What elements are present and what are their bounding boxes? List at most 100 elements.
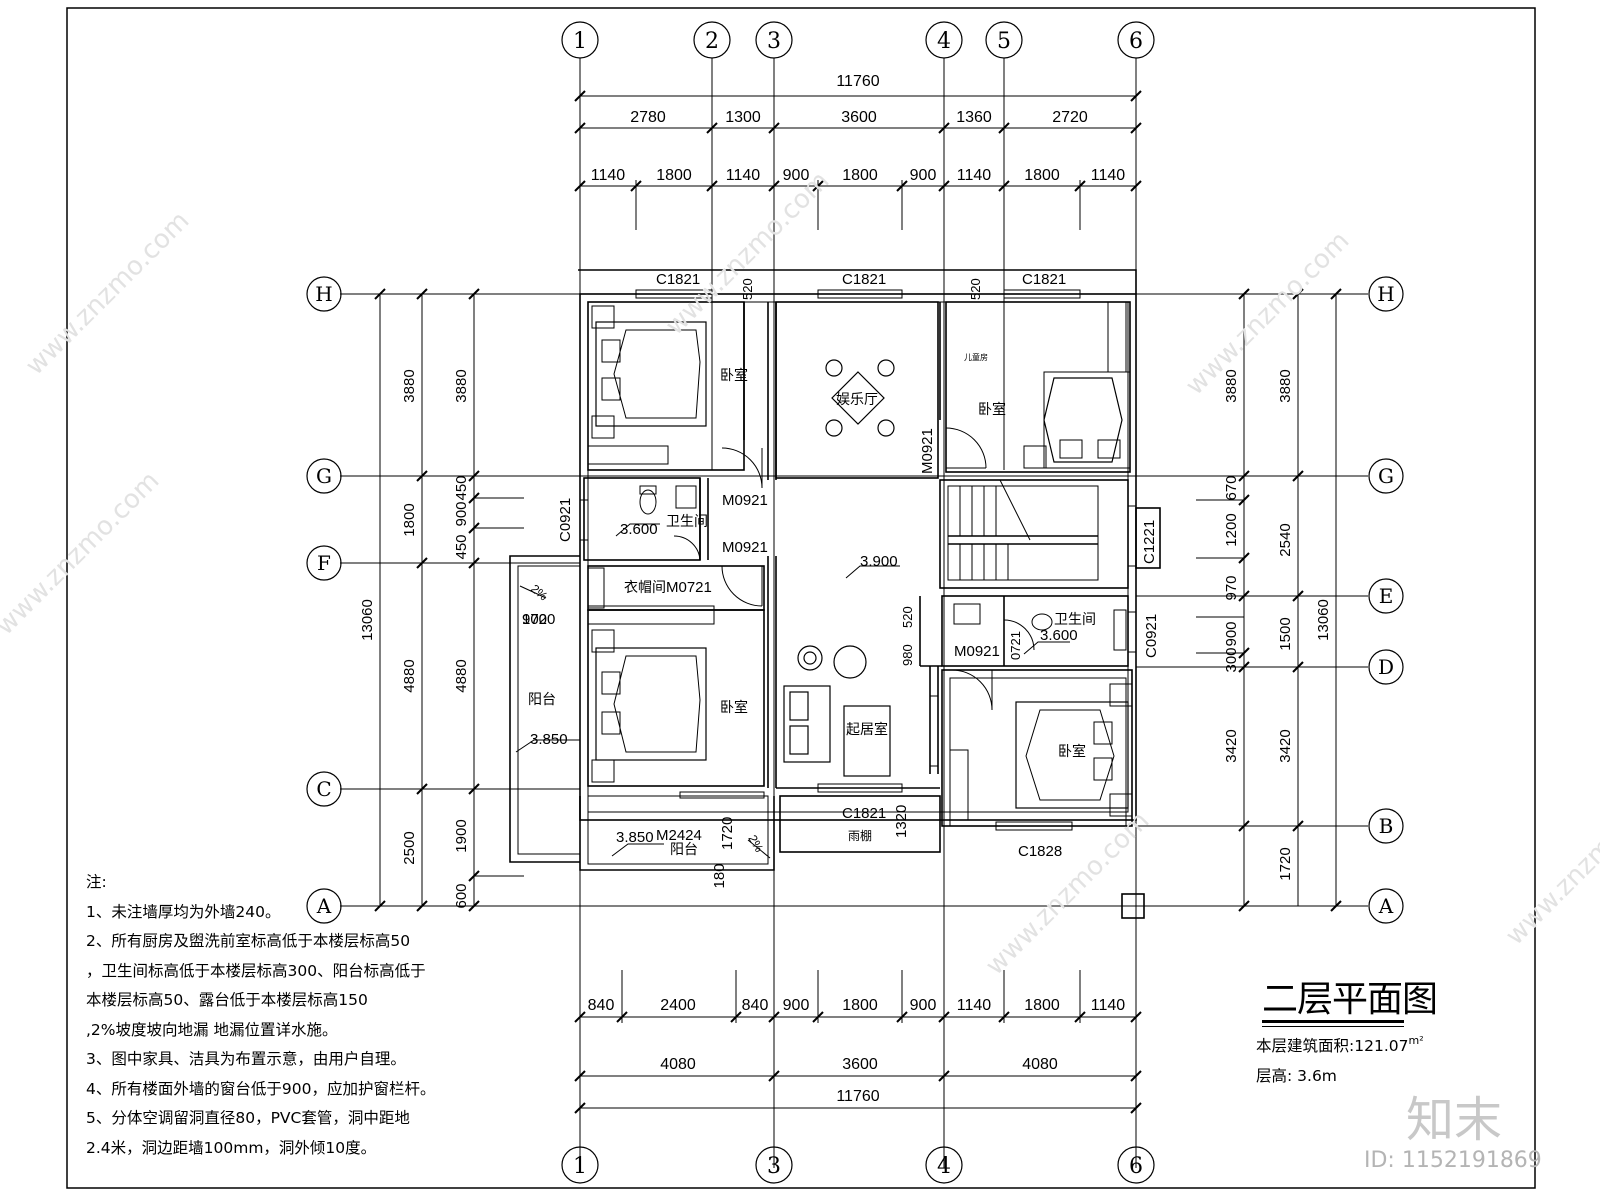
- axis-label-left: A: [316, 894, 332, 918]
- window-tag: C1828: [1018, 843, 1062, 860]
- dim-bottom: 1800: [1024, 997, 1060, 1014]
- dim-left: 600: [453, 883, 470, 908]
- dim-right: 3420: [1223, 729, 1240, 762]
- axis-bubble: [1368, 578, 1404, 614]
- bed: [595, 321, 707, 427]
- window-tag: C1821: [842, 271, 886, 288]
- axis-label-right: B: [1379, 814, 1394, 838]
- dim-bottom: 840: [588, 997, 615, 1014]
- axis-bubble: [1368, 276, 1404, 312]
- room-label: 衣帽间: [624, 580, 666, 596]
- dim-top: 1300: [725, 109, 761, 126]
- axis-label-top: 2: [705, 29, 719, 54]
- window-tag: C1821: [1022, 271, 1066, 288]
- top-dimension-lines: [580, 95, 1136, 230]
- dim-right: 3880: [1277, 369, 1294, 402]
- window-tag: C0921: [1143, 614, 1160, 658]
- drawing-frame: [66, 7, 1536, 1189]
- door-tag: M0921: [722, 539, 768, 556]
- axis-bubble: [561, 1146, 599, 1184]
- windows: [579, 289, 1137, 831]
- dim-misc: 980: [900, 644, 915, 666]
- window-tag: C0921: [557, 498, 574, 542]
- axis-label-top: 3: [767, 29, 781, 54]
- bed: [1015, 701, 1129, 809]
- window-tag: C1821: [842, 805, 886, 822]
- axis-grid: [340, 58, 1368, 1168]
- dim-right: 3880: [1223, 369, 1240, 402]
- dim-top-total: 11760: [836, 73, 879, 90]
- note-line: 2.4米，洞边距墙100mm，洞外倾10度。: [86, 1138, 377, 1157]
- dim-left: 180: [711, 863, 728, 888]
- dim-right: 3420: [1277, 729, 1294, 762]
- dim-left: 4880: [453, 659, 470, 692]
- room-label: 卧室: [978, 401, 1006, 418]
- note-line: 本楼层标高50、露台低于本楼层标高150: [86, 991, 368, 1009]
- dim-bottom: 4080: [660, 1056, 696, 1073]
- left-dimension-lines: [379, 294, 524, 906]
- axis-bubbles-top: [561, 21, 1155, 59]
- dim-top: 1140: [726, 167, 761, 184]
- axis-label-right: H: [1377, 282, 1394, 306]
- axis-bubble: [755, 1146, 793, 1184]
- drawing-title: 二层平面图: [1262, 979, 1438, 1020]
- sanitary-fixtures: [639, 485, 1127, 651]
- room-label: 儿童房: [964, 352, 988, 362]
- axis-bubble: [985, 21, 1023, 59]
- dim-misc: 900: [522, 611, 547, 628]
- axis-bubbles-bottom: [561, 1146, 1155, 1184]
- axis-label-left: H: [315, 282, 332, 306]
- dim-bottom: 2400: [660, 997, 696, 1014]
- room-label: 起居室: [846, 721, 888, 738]
- brand-logo: 知末: [1406, 1092, 1503, 1148]
- axis-bubble: [925, 1146, 963, 1184]
- axis-label-top: 6: [1129, 29, 1143, 54]
- dim-top: 1800: [1024, 167, 1060, 184]
- door-tag: M0921: [954, 643, 1000, 660]
- floor-area-label: 本层建筑面积:: [1256, 1037, 1355, 1055]
- slope-label: 2%: [528, 582, 551, 604]
- mahjong-table: [825, 359, 895, 437]
- dim-left: 1800: [401, 503, 418, 536]
- room-label: 卧室: [1058, 743, 1086, 760]
- axis-label-right: E: [1379, 584, 1394, 608]
- note-line: 2、所有厨房及盥洗前室标高低于本楼层标高50: [86, 932, 411, 950]
- dim-left: 900: [453, 501, 470, 526]
- design-notes: 注: 1、未注墙厚均为外墙240。 2、所有厨房及盥洗前室标高低于本楼层标高50…: [86, 868, 486, 1163]
- nightstands: [591, 305, 1133, 817]
- axis-label-top: 1: [573, 29, 587, 54]
- dim-top: 1140: [1091, 167, 1126, 184]
- beds: [595, 321, 1131, 809]
- slope-marks: [515, 523, 1070, 859]
- dim-ticks-bottom: [574, 1011, 1142, 1114]
- floor-area-unit: m²: [1408, 1034, 1424, 1047]
- axis-bubble: [306, 276, 342, 312]
- note-line: ,2%坡度坡向地漏 地漏位置详水施。: [86, 1020, 338, 1039]
- door-tag: M2424: [656, 827, 702, 844]
- axis-bubble: [561, 21, 599, 59]
- doors: [673, 427, 1035, 711]
- dim-right: 1200: [1223, 513, 1240, 546]
- dim-misc: 1720: [719, 817, 736, 850]
- dim-top: 1140: [591, 167, 626, 184]
- door-swing: [721, 565, 763, 607]
- level-mark: 3.850: [530, 731, 568, 748]
- room-label: 娱乐厅: [836, 392, 878, 408]
- dim-top: 900: [783, 167, 810, 184]
- dim-top: 2780: [630, 109, 666, 126]
- axis-bubbles-left: [306, 276, 342, 924]
- dim-balcony: 1720: [522, 611, 555, 628]
- door-tag: 0721: [1008, 631, 1023, 660]
- axis-label-top: 4: [937, 29, 951, 54]
- stair-treads: [959, 479, 1031, 580]
- dim-top: 2720: [1052, 109, 1088, 126]
- room-label: 卫生间: [666, 514, 708, 530]
- door-swing: [721, 447, 763, 489]
- note-line: 4、所有楼面外墙的窗台低于900，应加护窗栏杆。: [86, 1079, 436, 1098]
- dim-bottom: 900: [783, 997, 810, 1014]
- dim-right: 900: [1223, 621, 1240, 646]
- dim-top: 1800: [656, 167, 692, 184]
- axis-label-bottom: 4: [937, 1154, 951, 1179]
- door-swing: [945, 427, 987, 469]
- title-underline-thin: [1262, 1026, 1404, 1027]
